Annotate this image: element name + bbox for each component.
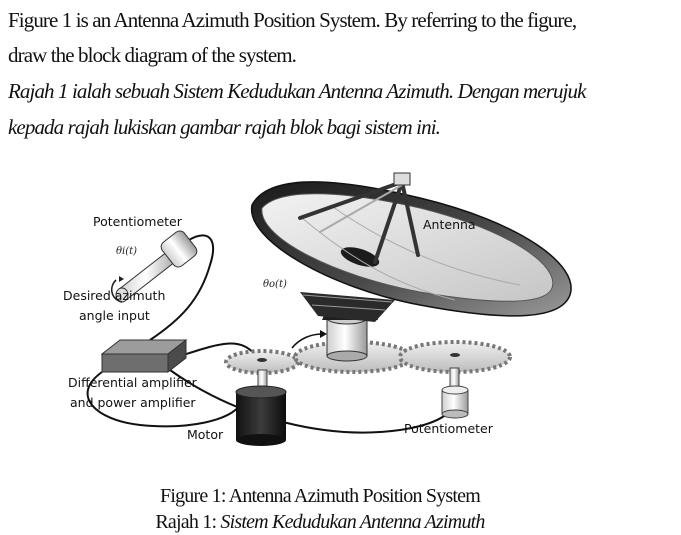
theta-i-label: θi(t) (116, 246, 137, 257)
antenna-dish (251, 181, 572, 317)
desired-azimuth-label-line-1: Desired azimuth (63, 288, 165, 303)
gear-rotation-arrow-icon (291, 333, 323, 349)
motor-gear (224, 349, 300, 375)
amplifier-label-line-2: and power amplifier (70, 395, 196, 410)
question-malay-line-1: Rajah 1 ialah sebuah Sistem Kedudukan An… (8, 79, 586, 103)
question-english-line-1: Figure 1 is an Antenna Azimuth Position … (8, 8, 577, 32)
amplifier-label-line-1: Differential amplifier (68, 375, 198, 390)
feedback-gear (398, 340, 512, 374)
antenna-azimuth-diagram: Potentiometer θi(t) Desired azimuth angl… (63, 172, 572, 446)
potentiometer-input-label: Potentiometer (93, 214, 183, 229)
antenna-label: Antenna (423, 217, 476, 232)
question-english-line-2: draw the block diagram of the system. (8, 43, 297, 67)
desired-azimuth-label-line-2: angle input (79, 308, 150, 323)
theta-o-label: θo(t) (263, 279, 287, 290)
feed-horn (393, 172, 411, 186)
feed-struts (298, 180, 420, 264)
antenna-pedestal (300, 292, 395, 362)
figure-caption-english: Figure 1: Antenna Azimuth Position Syste… (160, 485, 481, 507)
figure-caption-malay: Rajah 1: Sistem Kedudukan Antenna Azimut… (0, 512, 640, 532)
output-potentiometer (441, 367, 469, 419)
motor (235, 369, 287, 446)
potentiometer-output-label: Potentiometer (404, 421, 494, 436)
question-malay-line-2: kepada rajah lukiskan gambar rajah blok … (8, 115, 441, 139)
figure-caption-malay-title: Sistem Kedudukan Antenna Azimuth (220, 511, 485, 533)
motor-label: Motor (187, 427, 224, 442)
figure-caption-malay-prefix: Rajah 1: (155, 511, 221, 533)
amplifier-box (100, 338, 188, 374)
input-potentiometer (110, 230, 198, 303)
rotation-arrow-icon (119, 276, 124, 282)
